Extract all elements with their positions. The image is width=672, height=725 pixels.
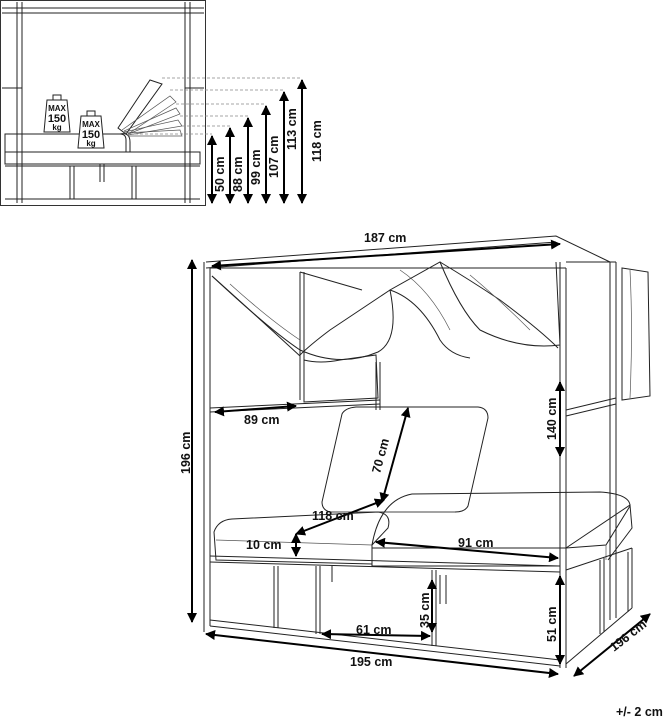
weight-max-label: MAX [48, 104, 66, 113]
weight-badge: MAX 150 kg [77, 110, 105, 149]
main-dimension-arrows [187, 239, 651, 678]
inset-height-label: 88 cm [231, 157, 245, 192]
inset-backrest-positions [117, 79, 183, 137]
depth-label: 196 cm [607, 617, 649, 654]
inset-height-label: 113 cm [285, 108, 299, 150]
weight-unit: kg [52, 123, 61, 132]
frame-height-label: 51 cm [545, 607, 559, 642]
leg-height-label: 35 cm [418, 593, 432, 628]
leg-spacing-label: 61 cm [356, 623, 391, 637]
inset-height-label: 107 cm [267, 136, 281, 178]
weight-unit: kg [86, 139, 95, 148]
tolerance-note: +/- 2 cm [616, 705, 663, 719]
inset-height-label: 118 cm [310, 120, 324, 162]
mattress-length-label: 91 cm [458, 536, 493, 550]
inset-height-label: 99 cm [249, 150, 263, 185]
width-top-label: 187 cm [364, 231, 406, 245]
inset-frame [2, 2, 204, 203]
cushion-thickness-label: 10 cm [246, 538, 281, 552]
total-height-label: 196 cm [179, 432, 193, 474]
inset-height-arrows [207, 79, 307, 204]
canopy-height-label: 140 cm [545, 398, 559, 440]
inset-height-label: 50 cm [213, 157, 227, 192]
backrest-label: 70 cm [369, 437, 392, 475]
inset-diagram: MAX 150 kg MAX 150 kg 5 [0, 0, 324, 206]
weight-max-label: MAX [82, 120, 100, 129]
lounger-length-label: 118 cm [312, 509, 354, 523]
width-bottom-label: 195 cm [350, 655, 392, 669]
weight-badge: MAX 150 kg [43, 94, 71, 133]
weight-value: 150 [82, 129, 100, 141]
inset-leaders [130, 77, 302, 135]
canopy-depth-label: 89 cm [244, 413, 279, 427]
weight-value: 150 [48, 113, 66, 125]
